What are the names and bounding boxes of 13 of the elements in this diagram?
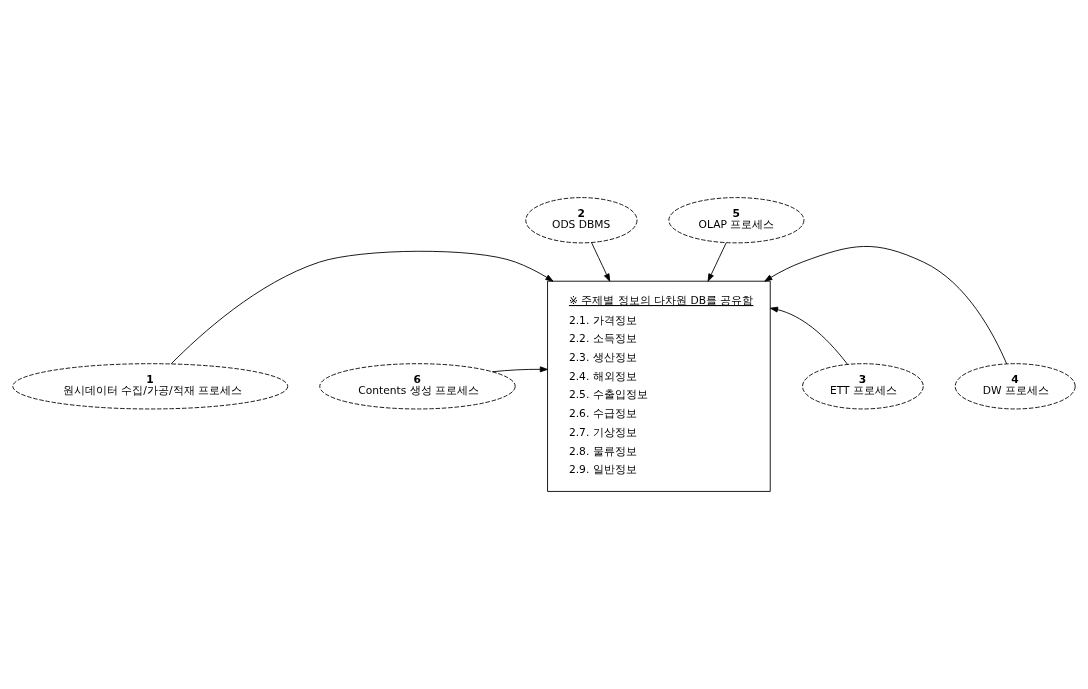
arrow xyxy=(492,366,548,373)
arrow xyxy=(770,306,848,365)
node-ellipse: 3 ETT 프로세스 xyxy=(802,363,924,410)
arrow xyxy=(591,242,611,282)
node-ellipse: 6 Contents 생성 프로세스 xyxy=(319,363,516,410)
node-ellipse: 1 원시데이터 수집/가공/적재 프로세스 xyxy=(12,363,289,410)
node-ellipse: 2 ODS DBMS xyxy=(525,197,638,244)
node-ellipse: 5 OLAP 프로세스 xyxy=(668,197,805,244)
arrow xyxy=(707,242,727,282)
arrow xyxy=(764,246,1008,365)
node-ellipse: 4 DW 프로세스 xyxy=(954,363,1076,410)
node-box: ※ 주제별 정보의 다차원 DB를 공유함 2.1. 가격정보 2.2. 소득정보 2.3. 생산정보 2.4. 해외정보 2.5. 수출입정보 2.6. 수급정보 2.7. 기상정보 2.8. 물류정보 2.9. 일반정보 xyxy=(547,280,771,492)
arrow xyxy=(170,250,554,365)
